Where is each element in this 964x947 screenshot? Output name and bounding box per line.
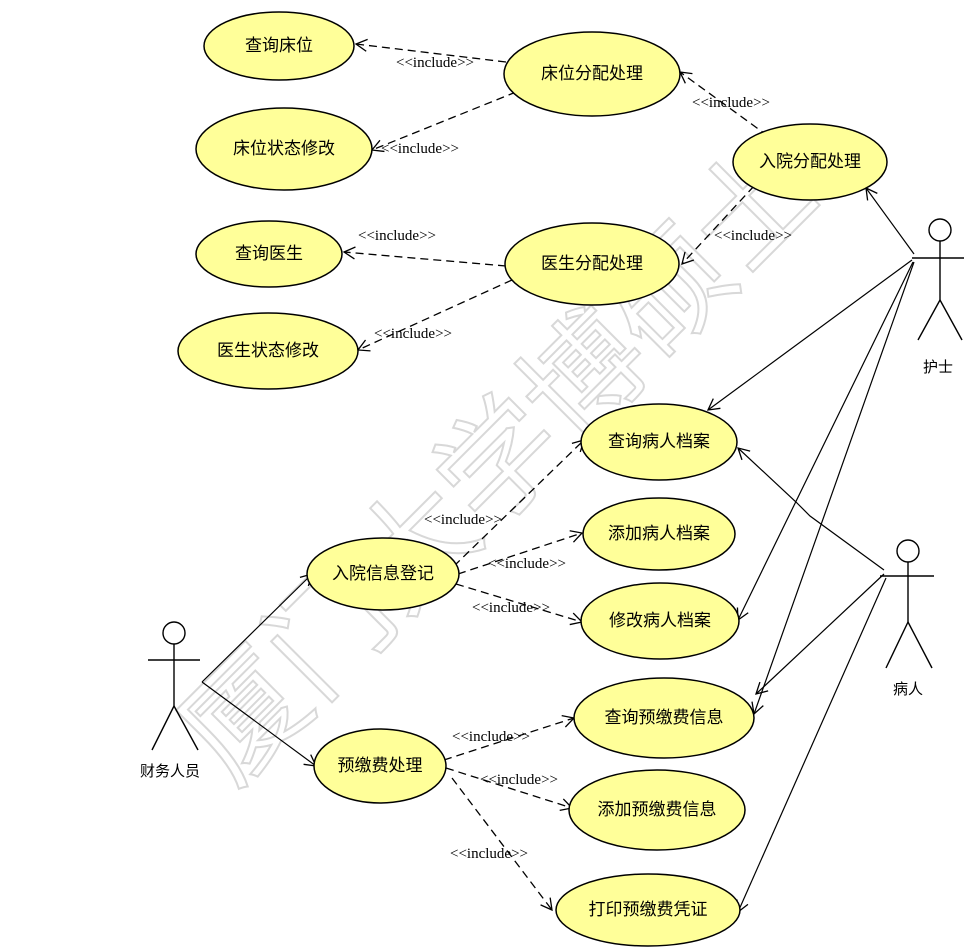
assoc-nurse-queryprepay xyxy=(751,261,915,716)
include-label-6: <<include>> xyxy=(374,326,452,342)
actor-patient[interactable]: 病人 xyxy=(880,539,934,698)
actor-leg-left xyxy=(885,621,909,669)
dep-admission-doctoralloc xyxy=(681,185,755,265)
use-case-query-doctor[interactable]: 查询医生 xyxy=(195,220,343,288)
include-label-8: <<include>> xyxy=(488,556,566,572)
actor-finance[interactable]: 财务人员 xyxy=(140,621,200,780)
actor-head xyxy=(162,621,186,645)
include-label-2: <<include>> xyxy=(381,141,459,157)
associations xyxy=(201,186,915,914)
use-case-label: 打印预缴费凭证 xyxy=(589,900,708,920)
actor-label-finance: 财务人员 xyxy=(140,762,200,780)
assoc-nurse-modifypatient xyxy=(736,261,914,622)
dep-admission-bedalloc xyxy=(678,71,769,137)
use-case-label: 预缴费处理 xyxy=(338,756,423,776)
use-case-query-bed[interactable]: 查询床位 xyxy=(203,11,355,81)
dep-register-addpatient xyxy=(457,530,584,575)
use-case-label: 修改病人档案 xyxy=(609,611,711,631)
actor-leg-left xyxy=(917,299,941,341)
include-label-12: <<include>> xyxy=(450,846,528,862)
dep-register-modifypatient xyxy=(455,583,584,626)
dep-prepay-print xyxy=(451,777,553,912)
dep-register-querypatient xyxy=(453,439,585,567)
use-case-label: 查询床位 xyxy=(245,36,313,56)
assoc-finance-register xyxy=(201,573,313,683)
include-dependencies xyxy=(342,38,769,912)
use-case-query-prepay[interactable]: 查询预缴费信息 xyxy=(573,677,755,759)
include-label-9: <<include>> xyxy=(472,600,550,616)
actor-leg-right xyxy=(907,621,933,669)
use-case-label: 医生分配处理 xyxy=(541,254,643,274)
use-case-doctor-status[interactable]: 医生状态修改 xyxy=(177,312,359,390)
actor-leg-right xyxy=(939,299,963,341)
use-case-label: 添加预缴费信息 xyxy=(598,800,717,820)
use-case-label: 查询病人档案 xyxy=(608,432,710,452)
dep-doctoralloc-querydoctor xyxy=(342,246,507,267)
use-case-doctor-alloc[interactable]: 医生分配处理 xyxy=(504,222,680,306)
actor-head xyxy=(896,539,920,563)
use-case-label: 添加病人档案 xyxy=(608,524,710,544)
actor-leg-left xyxy=(151,705,175,751)
use-case-admission-register[interactable]: 入院信息登记 xyxy=(306,537,460,611)
assoc-nurse-admission xyxy=(865,186,915,255)
include-label-11: <<include>> xyxy=(480,772,558,788)
use-case-print-prepay[interactable]: 打印预缴费凭证 xyxy=(555,873,741,947)
include-label-5: <<include>> xyxy=(358,228,436,244)
actor-head xyxy=(928,218,952,242)
use-case-modify-patient-file[interactable]: 修改病人档案 xyxy=(580,582,740,660)
use-case-label: 查询预缴费信息 xyxy=(605,708,724,728)
dep-prepay-add xyxy=(445,767,574,812)
include-label-7: <<include>> xyxy=(424,512,502,528)
use-case-bed-status[interactable]: 床位状态修改 xyxy=(195,107,373,191)
include-label-10: <<include>> xyxy=(452,729,530,745)
assoc-nurse-querypatient xyxy=(706,259,913,411)
use-case-label: 查询医生 xyxy=(235,244,303,264)
assoc-patient-querypatient xyxy=(737,447,885,571)
dep-prepay-query xyxy=(443,715,576,761)
use-case-label: 床位状态修改 xyxy=(233,139,335,159)
use-case-label: 入院信息登记 xyxy=(332,564,434,584)
include-label-3: <<include>> xyxy=(692,95,770,111)
dep-doctoralloc-doctorstatus xyxy=(356,279,513,352)
use-case-label: 医生状态修改 xyxy=(217,341,319,361)
use-case-bed-alloc[interactable]: 床位分配处理 xyxy=(503,31,681,117)
use-case-label: 入院分配处理 xyxy=(759,152,861,172)
use-case-admission-alloc[interactable]: 入院分配处理 xyxy=(732,123,888,201)
actor-label-patient: 病人 xyxy=(893,680,923,698)
assoc-finance-prepay xyxy=(201,681,318,767)
use-case-prepay-process[interactable]: 预缴费处理 xyxy=(313,728,447,804)
use-case-query-patient-file[interactable]: 查询病人档案 xyxy=(580,403,738,481)
use-case-label: 床位分配处理 xyxy=(541,64,643,84)
use-case-add-prepay[interactable]: 添加预缴费信息 xyxy=(568,769,746,851)
actor-label-nurse: 护士 xyxy=(923,358,953,376)
assoc-patient-queryprepay xyxy=(755,573,885,695)
include-labels: <<include>> <<include>> <<include>> <<in… xyxy=(358,55,792,862)
actor-leg-right xyxy=(173,705,199,751)
actor-nurse[interactable]: 护士 xyxy=(912,218,964,376)
include-label-4: <<include>> xyxy=(714,228,792,244)
include-label-1: <<include>> xyxy=(396,55,474,71)
use-case-add-patient-file[interactable]: 添加病人档案 xyxy=(582,497,736,571)
assoc-patient-printprepay xyxy=(736,577,887,914)
